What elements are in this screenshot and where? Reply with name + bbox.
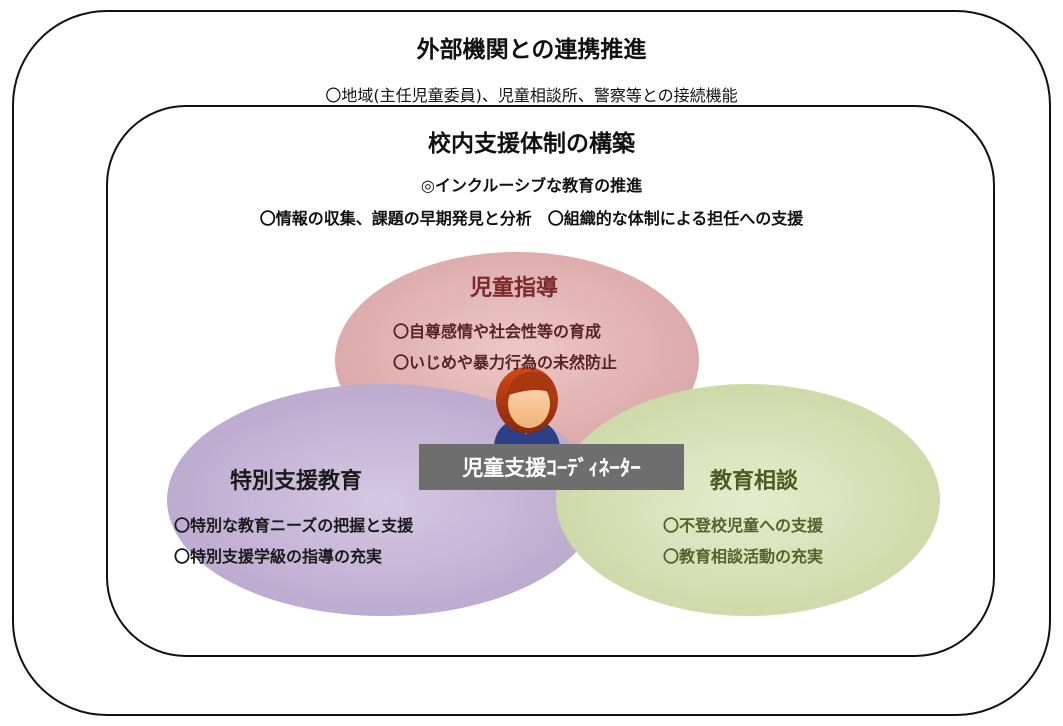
- guidance-item-1: 〇自尊感情や社会性等の育成: [393, 322, 602, 341]
- consult-item-2: 〇教育相談活動の充実: [663, 547, 824, 566]
- inner-line-1: ◎インクルーシブな教育の推進: [420, 176, 643, 195]
- coordinator-label: 児童支援ｺｰﾃﾞｨﾈｰﾀｰ: [419, 444, 684, 490]
- outer-subtitle: 〇地域(主任児童委員)、児童相談所、警察等との接続機能: [325, 86, 738, 105]
- consult-title: 教育相談: [710, 469, 799, 494]
- person-icon: [494, 367, 560, 446]
- outer-frame: [12, 10, 1051, 716]
- outer-title: 外部機関との連携推進: [416, 37, 647, 63]
- inner-line-2: 〇情報の収集、課題の早期発見と分析 〇組織的な体制による担任への支援: [259, 209, 804, 228]
- circle-special: [167, 384, 599, 616]
- consult-item-1: 〇不登校児童への支援: [663, 516, 824, 535]
- guidance-title: 児童指導: [470, 276, 559, 301]
- special-title: 特別支援教育: [230, 469, 363, 494]
- special-item-1: 〇特別な教育ニーズの把握と支援: [174, 516, 414, 535]
- inner-title: 校内支援体制の構築: [428, 131, 635, 157]
- inner-frame: [106, 105, 995, 657]
- special-item-2: 〇特別支援学級の指導の充実: [174, 547, 383, 566]
- guidance-item-2: 〇いじめや暴力行為の未然防止: [393, 353, 618, 372]
- circle-consult: [556, 384, 940, 616]
